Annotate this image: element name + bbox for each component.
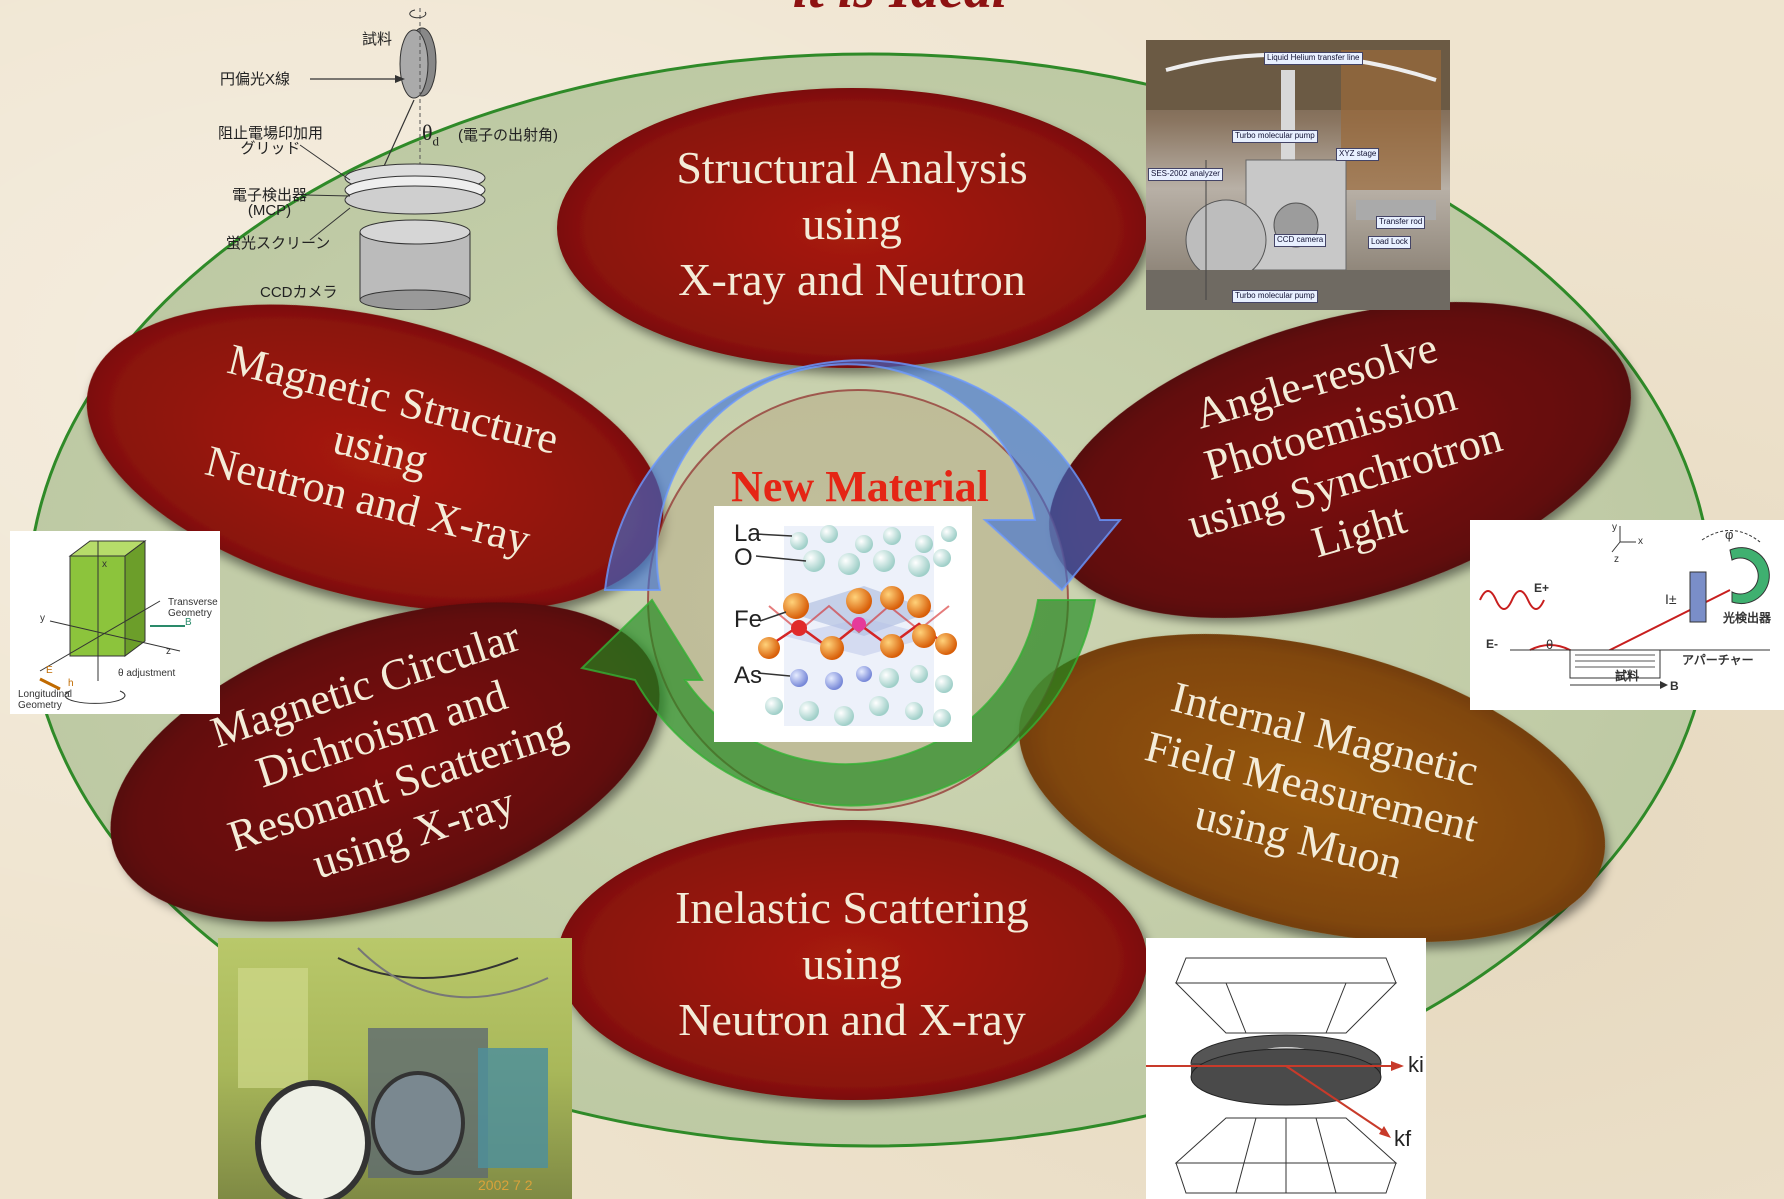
pem-theta-subscript: d	[432, 133, 440, 149]
technique-line: Structural Analysis	[676, 142, 1028, 193]
geometry-label: Longitudinal Geometry	[18, 689, 72, 711]
geometry-panel: Transverse Geometry Longitudinal Geometr…	[10, 531, 220, 714]
detector-drawing	[1479, 526, 1770, 689]
ellipse-muon	[1018, 633, 1606, 943]
arpes-tag: Load Lock	[1368, 236, 1411, 249]
technique-line: using	[802, 198, 902, 249]
scattering-drawing	[1146, 957, 1404, 1194]
detector-label-theta: θ	[1546, 637, 1554, 652]
geometry-label: B	[185, 617, 192, 628]
detector-label-e-minus: E-	[1486, 637, 1498, 651]
pem-label-screen: 蛍光スクリーン	[226, 235, 331, 252]
detector-label-axis-y: y	[1612, 522, 1617, 533]
page-title: it is Ideal	[600, 0, 1200, 17]
geometry-label: Transverse Geometry	[168, 597, 218, 619]
geometry-label: E	[46, 665, 53, 676]
center-title: New Material	[690, 462, 1030, 512]
detector-label-e-plus: E+	[1534, 581, 1550, 595]
technique-structural: Structural Analysis using X-ray and Neut…	[622, 140, 1082, 308]
technique-line: Inelastic Scattering	[675, 882, 1029, 933]
inelastic-photo-drawing	[238, 947, 549, 1199]
detector-label-sample: 試料	[1615, 669, 1640, 683]
arpes-tag: Liquid Helium transfer line	[1264, 52, 1363, 65]
pem-label-sample: 試料	[362, 31, 393, 48]
pem-label-ccd: CCDカメラ	[260, 284, 338, 301]
arpes-photo-drawing	[1146, 40, 1450, 310]
geometry-drawing	[39, 540, 185, 704]
scatter-label-ki: ki	[1408, 1052, 1424, 1077]
inelastic-photo-stamp: 2002 7 2	[478, 1177, 533, 1193]
ellipse-structural	[557, 88, 1147, 368]
detector-label-phi: φ	[1725, 527, 1734, 542]
technique-line: using	[802, 938, 902, 989]
scattering-schematic: ki kf	[1146, 938, 1426, 1199]
arpes-tag: SES-2002 analyzer	[1148, 168, 1223, 181]
technique-inelastic: Inelastic Scattering using Neutron and X…	[622, 880, 1082, 1048]
arpes-tag: XYZ stage	[1336, 148, 1380, 161]
pem-schematic: 試料 円偏光X線 阻止電場印加用 グリッド 電子検出器 (MCP) 蛍光スクリー…	[200, 0, 600, 311]
geometry-label: θ adjustment	[118, 668, 176, 679]
arpes-equipment-photo: Liquid Helium transfer line Turbo molecu…	[1146, 40, 1450, 310]
detector-label-field: B	[1670, 679, 1679, 693]
detector-label-detector: 光検出器	[1723, 611, 1772, 625]
crystal-label-o: O	[734, 544, 753, 571]
center-title-text: New Material	[731, 462, 989, 511]
crystal-structure-image	[755, 525, 957, 727]
blue-cycle-arrow	[603, 359, 1123, 592]
page-title-text: it is Ideal	[793, 0, 1008, 20]
ellipse-magnetic-structure	[86, 304, 664, 612]
pem-label-circular-xray: 円偏光X線	[220, 71, 291, 88]
detector-label-axis-x: x	[1638, 536, 1643, 547]
crystal-label-la: La	[734, 520, 761, 547]
ellipse-mcd	[110, 602, 660, 922]
crystal-label-fe: Fe	[734, 606, 763, 633]
pem-theta-symbol: θ	[422, 120, 433, 145]
ellipse-inelastic	[557, 820, 1147, 1100]
arpes-tag: Turbo molecular pump	[1232, 130, 1318, 143]
crystal-structure-panel: La O Fe As	[714, 506, 972, 742]
pem-label-detector: 電子検出器 (MCP)	[232, 187, 308, 219]
detector-panel: 光検出器 アパーチャー 試料 B I± E+ E- θ φ x y z	[1470, 520, 1784, 710]
arpes-tag: Transfer rod	[1376, 216, 1426, 229]
inelastic-equipment-photo: 2002 7 2	[218, 938, 572, 1199]
technique-line: Neutron and X-ray	[678, 994, 1026, 1045]
geometry-label: z	[166, 646, 171, 657]
arpes-tag: CCD camera	[1274, 234, 1327, 247]
geometry-label: y	[40, 613, 45, 624]
detector-label-axis-z: z	[1614, 554, 1619, 565]
pem-label-emission-angle: (電子の出射角)	[458, 127, 558, 144]
pem-label-theta: θd	[422, 120, 440, 149]
crystal-label-as: As	[734, 662, 763, 689]
arpes-tag: Turbo molecular pump	[1232, 290, 1318, 303]
geometry-label: x	[102, 559, 107, 570]
pem-label-grid: 阻止電場印加用 グリッド	[218, 125, 324, 157]
detector-label-aperture: アパーチャー	[1682, 653, 1754, 667]
technique-line: X-ray and Neutron	[678, 254, 1026, 305]
geometry-label: h	[68, 678, 74, 689]
scatter-label-kf: kf	[1394, 1126, 1412, 1151]
detector-label-intensity: I±	[1665, 591, 1677, 607]
